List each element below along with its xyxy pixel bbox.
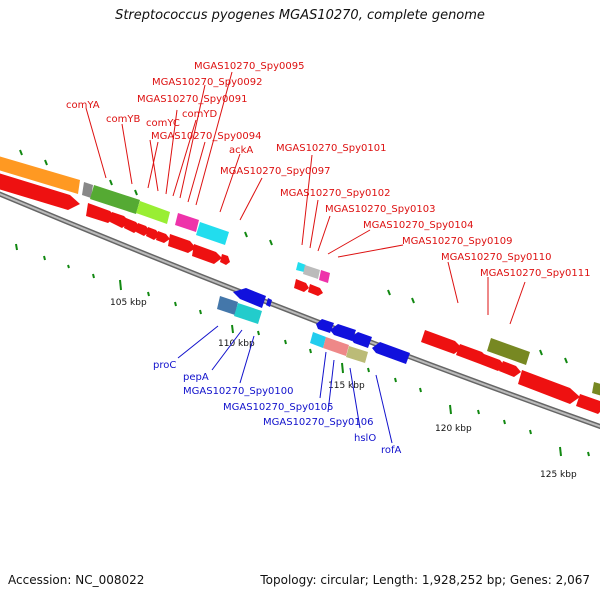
gene-fwd-13[interactable]: [421, 330, 462, 354]
gene-fwd-17[interactable]: [518, 370, 580, 404]
gene-label-spy0102[interactable]: MGAS10270_Spy0102: [280, 188, 390, 199]
gene-label-spy0104[interactable]: MGAS10270_Spy0104: [363, 220, 473, 231]
gene-rev-pepA[interactable]: [234, 303, 262, 324]
gene-fwd-14[interactable]: [456, 344, 488, 364]
gene-label-comYD[interactable]: comYD: [182, 109, 217, 120]
gene-rev-5[interactable]: [350, 332, 372, 348]
feature-comYA[interactable]: [90, 185, 140, 214]
gene-label-comYC[interactable]: comYC: [146, 118, 180, 129]
gene-label-hslO[interactable]: hslO: [354, 433, 376, 444]
bottom-leader-lines: [177, 325, 393, 444]
gene-label-spy0095[interactable]: MGAS10270_Spy0095: [194, 61, 304, 72]
gene-fwd-1[interactable]: [0, 172, 80, 210]
topology-text: Topology: circular; Length: 1,928,252 bp…: [260, 573, 590, 587]
tick-label: 105 kbp: [110, 298, 147, 308]
gene-fwd-16[interactable]: [499, 361, 521, 377]
tick-marks: [15, 149, 590, 457]
map-title: Streptococcus pyogenes MGAS10270, comple…: [115, 8, 485, 23]
gene-rev-3[interactable]: [316, 319, 334, 333]
gene-label-pepA[interactable]: pepA: [183, 372, 209, 383]
gene-label-spy0101[interactable]: MGAS10270_Spy0101: [276, 143, 386, 154]
gene-rev-proC[interactable]: [217, 296, 238, 315]
gene-fwd-9[interactable]: [192, 244, 222, 264]
gene-rev-0105[interactable]: [310, 332, 326, 348]
gene-label-proC[interactable]: proC: [153, 360, 176, 371]
gene-fwd-6[interactable]: [146, 227, 160, 240]
gene-label-spy0110[interactable]: MGAS10270_Spy0110: [441, 252, 551, 263]
top-leader-lines: [85, 71, 526, 325]
gene-label-comYA[interactable]: comYA: [66, 100, 100, 111]
bottom-labels: proC pepA MGAS10270_Spy0100 MGAS10270_Sp…: [153, 360, 402, 456]
gene-label-comYB[interactable]: comYB: [106, 114, 140, 125]
outer-feature-track: [0, 155, 600, 396]
gene-label-spy0111[interactable]: MGAS10270_Spy0111: [480, 268, 590, 279]
tick-label: 120 kbp: [435, 424, 472, 434]
gene-fwd-18[interactable]: [576, 394, 600, 414]
gene-fwd-15[interactable]: [480, 354, 505, 371]
feature-comYB[interactable]: [136, 201, 170, 224]
gene-rev-1[interactable]: [233, 288, 266, 308]
gene-fwd-11[interactable]: [294, 279, 309, 292]
gene-fwd-12[interactable]: [308, 284, 323, 296]
feature-orange[interactable]: [0, 155, 80, 194]
gene-fwd-10[interactable]: [220, 254, 230, 265]
feature-olive[interactable]: [487, 338, 530, 365]
tick-label: 110 kbp: [218, 339, 255, 349]
gene-fwd-8[interactable]: [168, 234, 196, 253]
gene-rev-hslO[interactable]: [346, 346, 368, 363]
top-labels: comYA comYB MGAS10270_Spy0095 MGAS10270_…: [66, 61, 590, 279]
feature-gray[interactable]: [82, 182, 93, 198]
feature-cyan-1[interactable]: [196, 222, 229, 245]
feature-pink-1[interactable]: [175, 213, 199, 232]
genome-backbone-highlight: [0, 193, 600, 428]
gene-label-spy0091[interactable]: MGAS10270_Spy0091: [137, 94, 247, 105]
reverse-genes: [217, 288, 410, 364]
accession-text: Accession: NC_008022: [8, 573, 145, 587]
gene-label-spy0100[interactable]: MGAS10270_Spy0100: [183, 386, 293, 397]
gene-label-spy0105[interactable]: MGAS10270_Spy0105: [223, 402, 333, 413]
feature-pink-2[interactable]: [319, 270, 330, 283]
feature-olive-edge[interactable]: [592, 382, 600, 396]
gene-label-rofA[interactable]: rofA: [381, 445, 402, 456]
gene-rev-2[interactable]: [266, 298, 272, 307]
gene-fwd-5[interactable]: [136, 223, 150, 236]
gene-label-spy0092[interactable]: MGAS10270_Spy0092: [152, 77, 262, 88]
gene-label-spy0109[interactable]: MGAS10270_Spy0109: [402, 236, 512, 247]
gene-label-ackA[interactable]: ackA: [229, 145, 253, 156]
feature-cyan-2[interactable]: [296, 262, 306, 272]
tick-label: 125 kbp: [540, 470, 577, 480]
feature-gray-2[interactable]: [303, 265, 320, 279]
gene-label-spy0097[interactable]: MGAS10270_Spy0097: [220, 166, 330, 177]
gene-label-spy0106[interactable]: MGAS10270_Spy0106: [263, 417, 373, 428]
gene-rev-6[interactable]: [372, 342, 410, 364]
gene-label-spy0103[interactable]: MGAS10270_Spy0103: [325, 204, 435, 215]
tick-label: 115 kbp: [328, 381, 365, 391]
gene-label-spy0094[interactable]: MGAS10270_Spy0094: [151, 131, 261, 142]
gene-rev-0106[interactable]: [323, 337, 349, 356]
gene-fwd-2[interactable]: [86, 203, 116, 223]
gene-rev-4[interactable]: [330, 324, 356, 341]
gene-fwd-7[interactable]: [156, 231, 170, 243]
tick-labels: 105 kbp 110 kbp 115 kbp 120 kbp 125 kbp: [110, 298, 577, 480]
forward-genes: [0, 172, 600, 414]
